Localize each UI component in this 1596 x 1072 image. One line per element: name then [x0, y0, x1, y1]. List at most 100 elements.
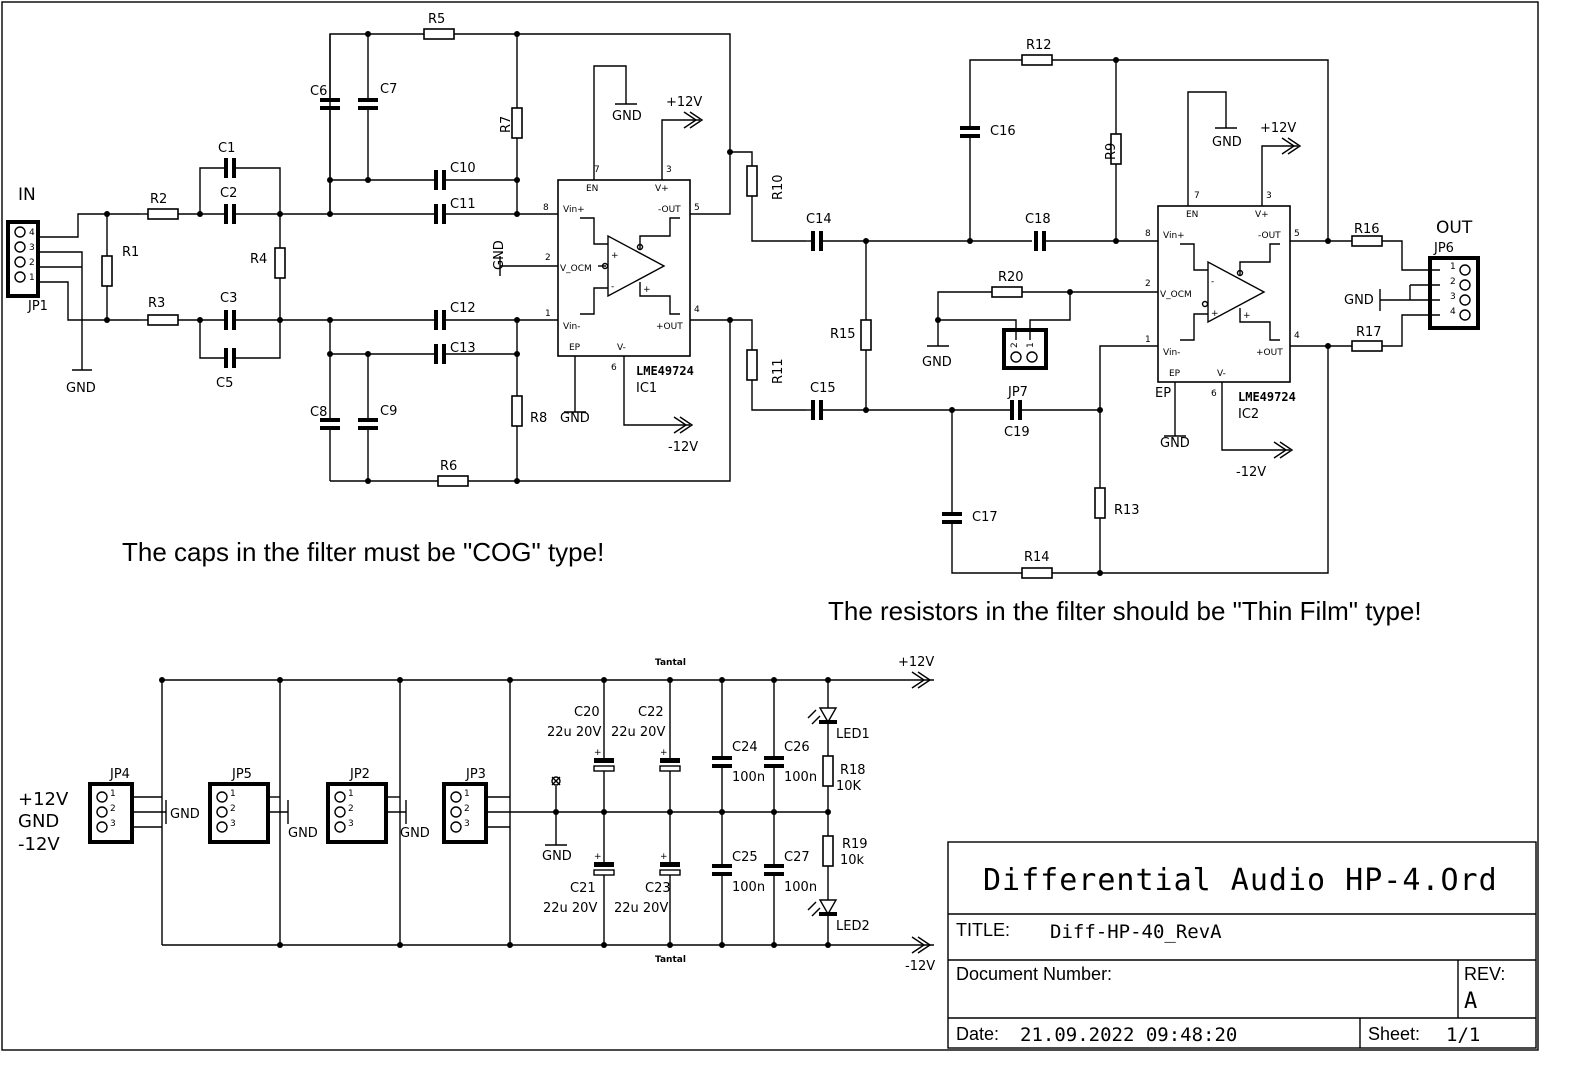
- ic2-pin5: 5: [1294, 229, 1300, 239]
- supply-label-gnd: GND: [18, 811, 59, 832]
- titleblock-heading: Differential Audio HP-4.Ord: [983, 863, 1498, 898]
- jp4-label: JP4: [109, 767, 130, 782]
- c9-label: C9: [380, 404, 397, 419]
- gnd-label-vocm: GND: [492, 240, 507, 270]
- ic2-vplus-pin: V+: [1255, 210, 1269, 220]
- titleblock-rev-label: REV:: [1464, 964, 1505, 984]
- titleblock-sheet-label: Sheet:: [1368, 1024, 1420, 1044]
- c27-value: 100n: [784, 880, 817, 895]
- led1-label: LED1: [836, 727, 870, 742]
- jp2-label: JP2: [349, 767, 370, 782]
- svg-text:+: +: [1211, 309, 1219, 319]
- jp1-pin2: 2: [29, 258, 35, 268]
- jp2-connector: 1 2 3: [326, 782, 388, 844]
- jp3-pin1: 1: [464, 789, 470, 799]
- jp1-pin3: 3: [29, 243, 35, 253]
- tantal-label-top: Tantal: [655, 658, 686, 668]
- jp5-pin3: 3: [230, 819, 236, 829]
- jp6-connector: 1 2 3 4: [1428, 256, 1480, 330]
- c25-label: C25: [732, 850, 758, 865]
- ic2-vinn-pin: Vin-: [1163, 348, 1180, 358]
- r19-label: R19: [842, 837, 868, 852]
- ic2-vocm-pin: V_OCM: [1160, 290, 1192, 300]
- jp1-pin4: 4: [29, 228, 35, 238]
- r11-label: R11: [771, 358, 786, 384]
- titleblock-rev-value: A: [1464, 989, 1477, 1014]
- jp2-pin1: 1: [348, 789, 354, 799]
- gnd-label-jp5: GND: [288, 826, 318, 841]
- c17-label: C17: [972, 510, 998, 525]
- jp2-pin3: 3: [348, 819, 354, 829]
- ic1-vinn-pin: Vin-: [563, 322, 580, 332]
- jp3-pin2: 2: [464, 804, 470, 814]
- r7-label: R7: [499, 116, 514, 133]
- titleblock-date-label: Date:: [956, 1024, 999, 1044]
- c26-value: 100n: [784, 770, 817, 785]
- ic2-pin6: 6: [1211, 389, 1217, 399]
- gnd-label-ic1-ep: GND: [560, 411, 590, 426]
- gnd-label-ic1-en: GND: [612, 109, 642, 124]
- ic1-label: IC1: [636, 381, 657, 396]
- jp5-label: JP5: [231, 767, 252, 782]
- c23-value: 22u 20V: [614, 901, 668, 916]
- ic1-vplus-pin: V+: [655, 184, 669, 194]
- jp4-pin3: 3: [110, 819, 116, 829]
- jp7-pin2: 2: [1010, 342, 1020, 348]
- c7-label: C7: [380, 82, 397, 97]
- ic2-outn-pin: -OUT: [1258, 231, 1281, 241]
- c24-value: 100n: [732, 770, 765, 785]
- ic2-opamp: EN V+ Vin+ V_OCM Vin- -OUT +OUT EP V- - …: [1157, 205, 1291, 383]
- c22-label: C22: [638, 705, 664, 720]
- c25-value: 100n: [732, 880, 765, 895]
- svg-text:+: +: [660, 852, 668, 862]
- ic2-pin8: 8: [1145, 229, 1151, 239]
- jp4-connector: 1 2 3: [88, 782, 134, 844]
- note-resistors: The resistors in the filter should be "T…: [828, 596, 1422, 626]
- sheet-frame: [1, 1, 1539, 1051]
- ic1-pin8: 8: [543, 203, 549, 213]
- c20-label: C20: [574, 705, 600, 720]
- ic1-vinp-pin: Vin+: [563, 205, 585, 215]
- r18-value: 10K: [836, 779, 862, 794]
- c19-label: C19: [1004, 425, 1030, 440]
- gnd-label-ic2-en: GND: [1212, 135, 1242, 150]
- titleblock-sheet-value: 1/1: [1446, 1024, 1480, 1046]
- title-block: [947, 841, 1537, 1049]
- c10-label: C10: [450, 161, 476, 176]
- r14-label: R14: [1024, 550, 1050, 565]
- neg12-label-rail: -12V: [905, 959, 935, 974]
- ic1-ep-pin: EP: [569, 343, 581, 353]
- jp6-label: JP6: [1433, 241, 1454, 256]
- jp1-label: JP1: [27, 299, 48, 314]
- ic2-pin3: 3: [1266, 191, 1272, 201]
- jp6-pin3: 3: [1450, 292, 1456, 302]
- out-label: OUT: [1436, 218, 1473, 238]
- jp5-pin2: 2: [230, 804, 236, 814]
- svg-text:+: +: [1243, 311, 1251, 321]
- pos12-label-ic2: +12V: [1260, 121, 1296, 136]
- gnd-label-r20: GND: [922, 355, 952, 370]
- c18-label: C18: [1025, 212, 1051, 227]
- c20-value: 22u 20V: [547, 725, 601, 740]
- c8-label: C8: [310, 405, 327, 420]
- supply-label-neg: -12V: [18, 834, 60, 855]
- gnd-label-jp1: GND: [66, 381, 96, 396]
- c3-label: C3: [220, 291, 237, 306]
- tantal-label-bottom: Tantal: [655, 955, 686, 965]
- gnd-label-jp4: GND: [170, 807, 200, 822]
- neg12-label-ic2: -12V: [1236, 465, 1266, 480]
- jp6-pin4: 4: [1450, 307, 1456, 317]
- r6-label: R6: [440, 459, 457, 474]
- c23-label: C23: [645, 881, 671, 896]
- jp5-connector: 1 2 3: [208, 782, 270, 844]
- c13-label: C13: [450, 341, 476, 356]
- pos12-label-rail: +12V: [898, 655, 934, 670]
- ic1-vminus-pin: V-: [617, 343, 626, 353]
- c24-label: C24: [732, 740, 758, 755]
- ic1-part: LME49724: [636, 364, 694, 378]
- titleblock-date-value: 21.09.2022 09:48:20: [1020, 1024, 1237, 1046]
- ic2-vinp-pin: Vin+: [1163, 231, 1185, 241]
- titleblock-title-value: Diff-HP-40_RevA: [1050, 921, 1222, 943]
- r9-label: R9: [1104, 143, 1119, 160]
